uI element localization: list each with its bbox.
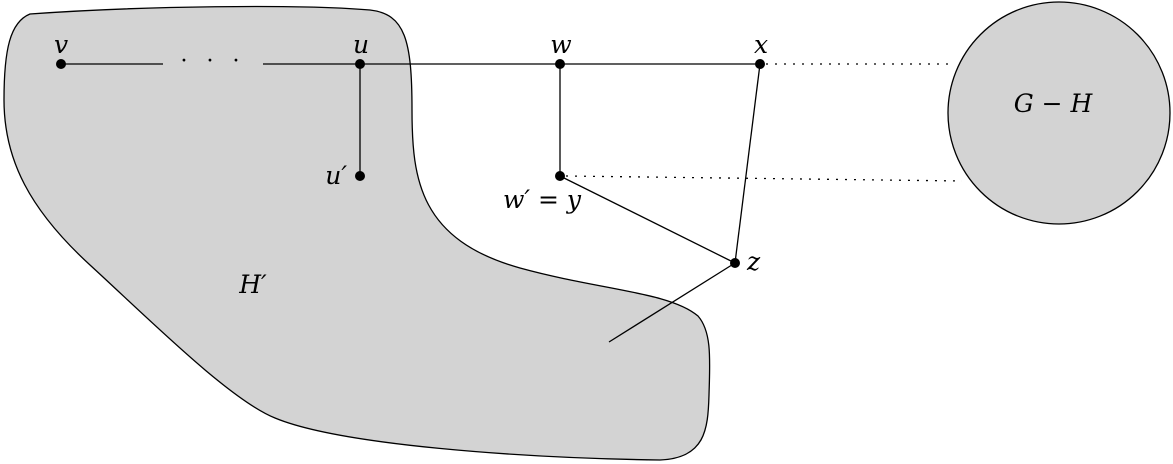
label-v: v bbox=[54, 30, 68, 59]
ellipsis: · · · bbox=[181, 49, 246, 74]
edge-z-h-prime bbox=[608, 262, 736, 343]
dotted-edge-w-prime-g-minus-h bbox=[565, 175, 963, 182]
vertex-w bbox=[555, 59, 565, 69]
vertex-z bbox=[730, 258, 740, 268]
edge-w-prime-z bbox=[559, 175, 736, 264]
region-g-minus-h bbox=[947, 1, 1171, 225]
vertex-x bbox=[755, 59, 765, 69]
label-u: u bbox=[353, 30, 369, 59]
label-h-prime: H′ bbox=[238, 270, 267, 299]
label-w: w bbox=[550, 30, 571, 59]
region-h-prime bbox=[3, 5, 711, 461]
label-z: z bbox=[746, 247, 761, 276]
label-g-minus-h: G − H bbox=[1014, 89, 1094, 118]
vertex-u bbox=[355, 59, 365, 69]
vertex-u-prime bbox=[355, 171, 365, 181]
edge-x-z bbox=[734, 63, 761, 264]
label-u-prime: u′ bbox=[325, 161, 347, 190]
vertex-w-prime bbox=[555, 171, 565, 181]
label-x: x bbox=[754, 30, 768, 59]
label-w-prime-eq-y: w′ = y bbox=[503, 185, 582, 214]
vertex-v bbox=[56, 59, 66, 69]
